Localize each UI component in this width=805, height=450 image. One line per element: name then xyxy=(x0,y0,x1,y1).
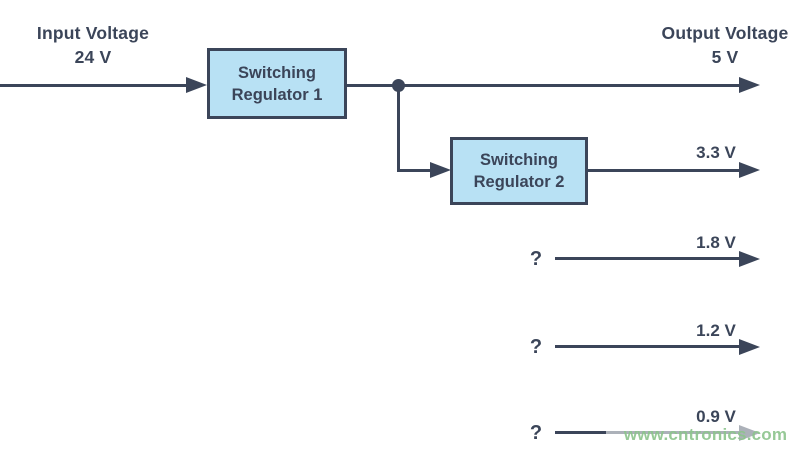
input-voltage-label: Input Voltage 24 V xyxy=(18,21,168,69)
rail-1v8-line xyxy=(555,257,740,260)
output-voltage-title: Output Voltage xyxy=(661,23,789,43)
unknown-source-question-mark: ? xyxy=(529,336,543,358)
output-voltage-value: 5 V xyxy=(711,47,739,67)
rail-1v8-label: 1.8 V xyxy=(696,233,736,252)
rail-3v3-label: 3.3 V xyxy=(696,143,736,162)
rail-1v2-label: 1.2 V xyxy=(696,321,736,340)
rail-1v2-line xyxy=(555,345,740,348)
input-arrow-line xyxy=(0,84,187,87)
unknown-source-question-mark: ? xyxy=(529,248,543,270)
output-5v-line xyxy=(347,84,740,87)
rail-1v2-arrowhead-icon xyxy=(739,339,760,355)
input-voltage-title: Input Voltage xyxy=(36,23,150,43)
watermark-text: www.cntronics.com xyxy=(623,425,788,444)
rail-3v3-arrowhead-icon xyxy=(739,162,760,178)
output-5v-arrowhead-icon xyxy=(739,77,760,93)
rail-0v9-label: 0.9 V xyxy=(696,407,736,426)
branch-horizontal-line xyxy=(397,169,432,172)
unknown-source-question-mark: ? xyxy=(529,422,543,444)
branch-vertical-line xyxy=(397,85,400,171)
regulator1-block: Switching Regulator 1 xyxy=(207,48,347,119)
regulator2-block: Switching Regulator 2 xyxy=(450,137,588,205)
rail-1v8-arrowhead-icon xyxy=(739,251,760,267)
input-arrowhead-icon xyxy=(186,77,207,93)
watermark-background xyxy=(606,422,805,449)
input-voltage-value: 24 V xyxy=(74,47,112,67)
output-voltage-label: Output Voltage 5 V xyxy=(650,21,800,69)
rail-3v3-line xyxy=(588,169,740,172)
branch-arrowhead-icon xyxy=(430,162,451,178)
